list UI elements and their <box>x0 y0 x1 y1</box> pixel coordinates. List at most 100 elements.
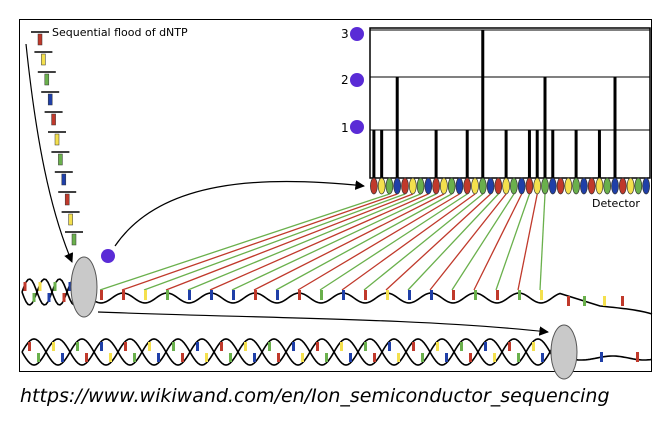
signal-connector-lines <box>99 193 546 291</box>
top-double-base <box>68 282 72 291</box>
top-base-red <box>100 290 103 300</box>
bottom-double-base <box>124 342 127 351</box>
bottom-double-base <box>229 353 232 362</box>
detector-bead-yellow <box>564 177 573 195</box>
signal-level-3: 3 <box>341 27 349 41</box>
detector-bead-yellow <box>595 177 604 195</box>
bottom-double-base <box>244 342 247 351</box>
polymerase-arrow <box>97 311 549 336</box>
dntp-green <box>58 153 63 166</box>
top-double-base <box>47 293 51 302</box>
detector-bead-yellow <box>502 177 510 195</box>
detector-bead-red <box>525 177 534 195</box>
connector-green <box>231 193 437 291</box>
bottom-double-base <box>445 353 448 362</box>
free-base <box>636 352 639 362</box>
detector-bead-yellow <box>533 177 542 195</box>
bottom-double-base <box>388 342 391 351</box>
bottom-double-base <box>181 353 184 362</box>
bottom-double-base <box>541 353 544 362</box>
dntp-yellow <box>68 213 73 226</box>
connector-red <box>429 193 507 291</box>
bottom-double-base <box>508 342 511 351</box>
connector-red <box>165 193 414 291</box>
bottom-double-base <box>52 342 55 351</box>
top-single-strand <box>89 292 653 315</box>
signal-level-1: 1 <box>341 121 349 135</box>
top-double-base <box>23 282 27 291</box>
bottom-double-base <box>493 353 496 362</box>
top-base-red <box>122 290 125 300</box>
polymerase-bottom <box>550 324 578 380</box>
detector-bead-yellow <box>377 177 386 195</box>
connector-red <box>253 193 445 291</box>
detector-bead-green <box>541 177 549 195</box>
bottom-double-base <box>61 353 64 362</box>
detector-bead-red <box>432 177 440 195</box>
top-base-blue <box>188 290 191 300</box>
connector-green <box>407 193 499 291</box>
top-base-yellow <box>540 290 543 300</box>
detector-bead-green <box>447 177 456 195</box>
connector-red <box>341 193 476 291</box>
dntp-green <box>71 233 77 246</box>
connector-green <box>143 193 406 291</box>
free-base <box>567 296 570 306</box>
connector-red <box>517 193 538 291</box>
top-double-base <box>62 293 66 302</box>
connector-green <box>539 193 546 291</box>
top-double-base <box>38 282 42 291</box>
ion-bead <box>350 27 364 41</box>
detector-bead-green <box>416 177 425 195</box>
detector-bead-blue <box>424 177 433 195</box>
top-double-backbone <box>21 278 83 306</box>
bottom-double-base <box>436 342 439 351</box>
dna-strand-bottom <box>21 324 653 380</box>
free-base <box>600 352 603 362</box>
bottom-double-base <box>157 353 160 362</box>
bottom-double-base <box>532 342 535 351</box>
connector-green <box>275 193 452 291</box>
top-base-blue <box>408 290 411 300</box>
detector-bead-green <box>510 177 518 195</box>
top-base-yellow <box>144 290 147 300</box>
connector-green <box>363 193 484 291</box>
top-base-red <box>298 290 301 300</box>
connector-red <box>121 193 398 291</box>
bottom-double-base <box>85 353 88 362</box>
bead-arrow <box>114 180 365 247</box>
ion-bead <box>101 249 115 263</box>
dntp-red <box>64 193 70 206</box>
dntp-red <box>37 33 43 46</box>
bottom-double-base <box>301 353 304 362</box>
polymerase-top <box>70 256 98 318</box>
detector-bead-red <box>370 177 378 195</box>
detector-label: Detector <box>592 197 640 210</box>
detector-bead-red <box>463 177 472 195</box>
bottom-single-strand <box>569 355 653 361</box>
bottom-double-base <box>469 353 472 362</box>
top-base-blue <box>210 290 213 300</box>
bottom-double-base <box>292 342 295 351</box>
bottom-double-base <box>316 342 319 351</box>
bottom-double-base <box>364 342 367 351</box>
bottom-double-base <box>76 342 79 351</box>
detector-bead-blue <box>517 177 526 195</box>
ion-bead <box>350 120 364 134</box>
connector-green <box>495 193 531 291</box>
detector-bead-green <box>385 177 394 195</box>
top-double-base <box>32 293 36 302</box>
connector-green <box>99 193 390 291</box>
free-base <box>621 296 624 306</box>
detector-bead-blue <box>580 177 588 195</box>
top-base-blue <box>430 290 433 300</box>
connector-green <box>319 193 468 291</box>
signal-level-2: 2 <box>341 73 349 87</box>
detector-bead-yellow <box>440 177 448 195</box>
detector-bead-green <box>478 177 487 195</box>
source-caption: https://www.wikiwand.com/en/Ion_semicond… <box>20 385 610 407</box>
dntp-green <box>44 73 50 86</box>
bottom-double-base <box>268 342 271 351</box>
connector-red <box>297 193 460 291</box>
